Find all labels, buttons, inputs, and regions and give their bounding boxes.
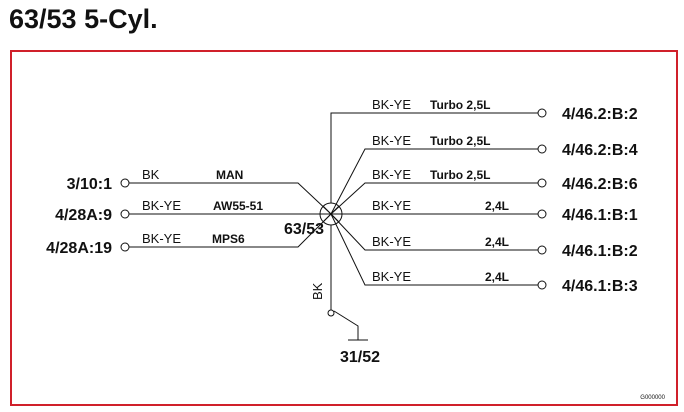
wire-variant-label: AW55-51 <box>213 199 263 213</box>
terminal-label: 4/28A:9 <box>55 207 112 224</box>
connector-pin <box>537 108 547 118</box>
wire-color-label: BK-YE <box>372 133 411 148</box>
terminal-label: 4/46.2:B:6 <box>562 176 638 193</box>
wire-variant-label: MPS6 <box>212 232 245 246</box>
wire-color-label: BK <box>142 167 160 182</box>
diagram-frame <box>10 50 678 406</box>
connector-pin <box>120 242 130 252</box>
terminal-label: 4/46.1:B:3 <box>562 278 638 295</box>
ground-label: 31/52 <box>340 349 380 366</box>
connector-pin <box>537 144 547 154</box>
right-wire-5 <box>330 213 538 286</box>
wire-color-label: BK-YE <box>372 167 411 182</box>
ground-wire-color: BK <box>310 282 325 300</box>
wire-color-label: BK-YE <box>142 231 181 246</box>
right-wire-0 <box>330 112 538 203</box>
right-wire-1 <box>330 148 538 215</box>
wire-variant-label: Turbo 2,5L <box>430 168 490 182</box>
diagram-title: 63/53 5-Cyl. <box>9 4 158 34</box>
drawing-code: G000000 <box>640 395 665 401</box>
ground-pin <box>327 309 335 317</box>
wire-variant-label: MAN <box>216 168 243 182</box>
terminal-label: 4/46.1:B:2 <box>562 243 638 260</box>
wire-color-label: BK-YE <box>372 234 411 249</box>
left-wire-0 <box>129 182 332 215</box>
wire-color-label: BK-YE <box>372 97 411 112</box>
ground-link <box>333 310 359 340</box>
connector-pin <box>120 209 130 219</box>
wire-color-label: BK-YE <box>142 198 181 213</box>
connector-pin <box>120 178 130 188</box>
junction-label: 63/53 <box>284 221 324 238</box>
wire-variant-label: Turbo 2,5L <box>430 134 490 148</box>
connector-pin <box>537 245 547 255</box>
connector-pin <box>537 280 547 290</box>
wire-variant-label: 2,4L <box>485 199 509 213</box>
wire-color-label: BK-YE <box>372 198 411 213</box>
terminal-label: 3/10:1 <box>67 176 112 193</box>
connector-pin <box>537 209 547 219</box>
left-wire-2 <box>129 213 332 248</box>
connector-pin <box>537 178 547 188</box>
wire-variant-label: Turbo 2,5L <box>430 98 490 112</box>
terminal-label: 4/46.2:B:2 <box>562 106 638 123</box>
right-wire-2 <box>330 182 538 215</box>
terminal-label: 4/46.1:B:1 <box>562 207 638 224</box>
wire-color-label: BK-YE <box>372 269 411 284</box>
wire-variant-label: 2,4L <box>485 235 509 249</box>
terminal-label: 4/28A:19 <box>46 240 112 257</box>
wire-variant-label: 2,4L <box>485 270 509 284</box>
wires <box>120 108 547 341</box>
terminal-label: 4/46.2:B:4 <box>562 142 638 159</box>
right-wire-4 <box>330 213 538 251</box>
